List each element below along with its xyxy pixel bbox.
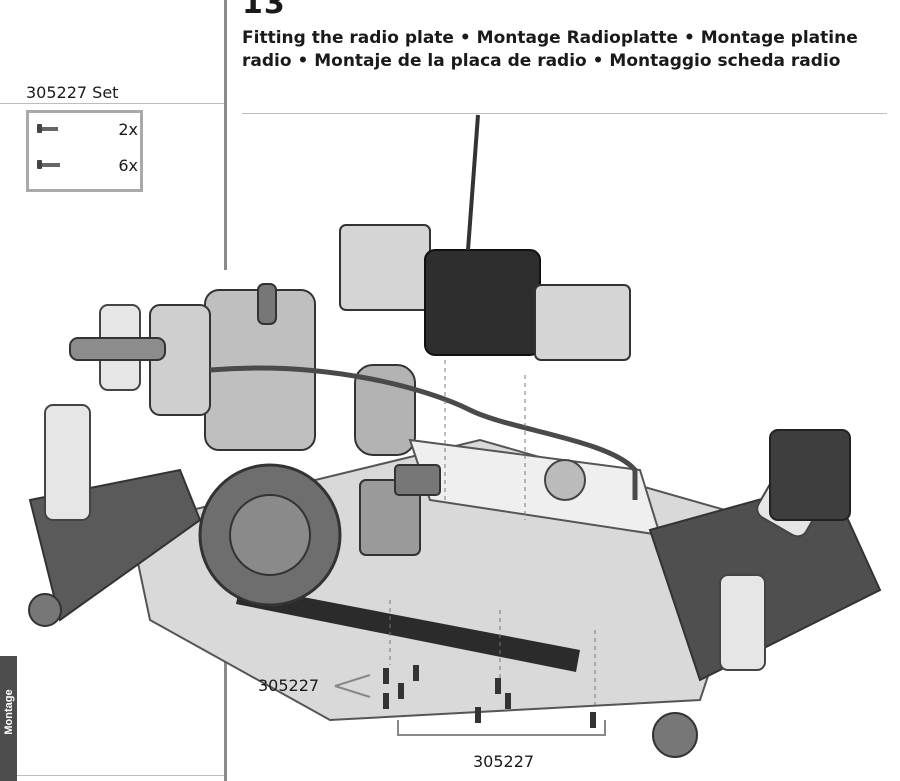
step-title: Fitting the radio plate • Montage Radiop…	[242, 28, 858, 71]
parts-rule	[0, 103, 224, 104]
short-screw-icon	[37, 124, 58, 133]
step-number: 13	[242, 0, 286, 21]
parts-item: 2x	[37, 118, 140, 142]
long-screw-icon	[37, 160, 60, 169]
callout-bottom-part-number: 305227	[473, 752, 535, 771]
assembly-drawing	[28, 114, 882, 758]
section-tab-label: Montage	[3, 689, 15, 735]
divider-top	[224, 0, 227, 270]
title-rule	[242, 113, 887, 114]
divider-bottom	[224, 640, 227, 781]
parts-item-qty: 6x	[118, 156, 138, 175]
callout-left-part-number: 305227	[258, 676, 320, 695]
section-tab: Montage	[0, 656, 17, 781]
parts-set-label: 305227 Set	[26, 83, 119, 102]
footer-rule-left	[0, 775, 224, 776]
parts-item: 6x	[37, 154, 140, 178]
parts-item-qty: 2x	[118, 120, 138, 139]
parts-list: 2x 6x	[26, 110, 143, 192]
